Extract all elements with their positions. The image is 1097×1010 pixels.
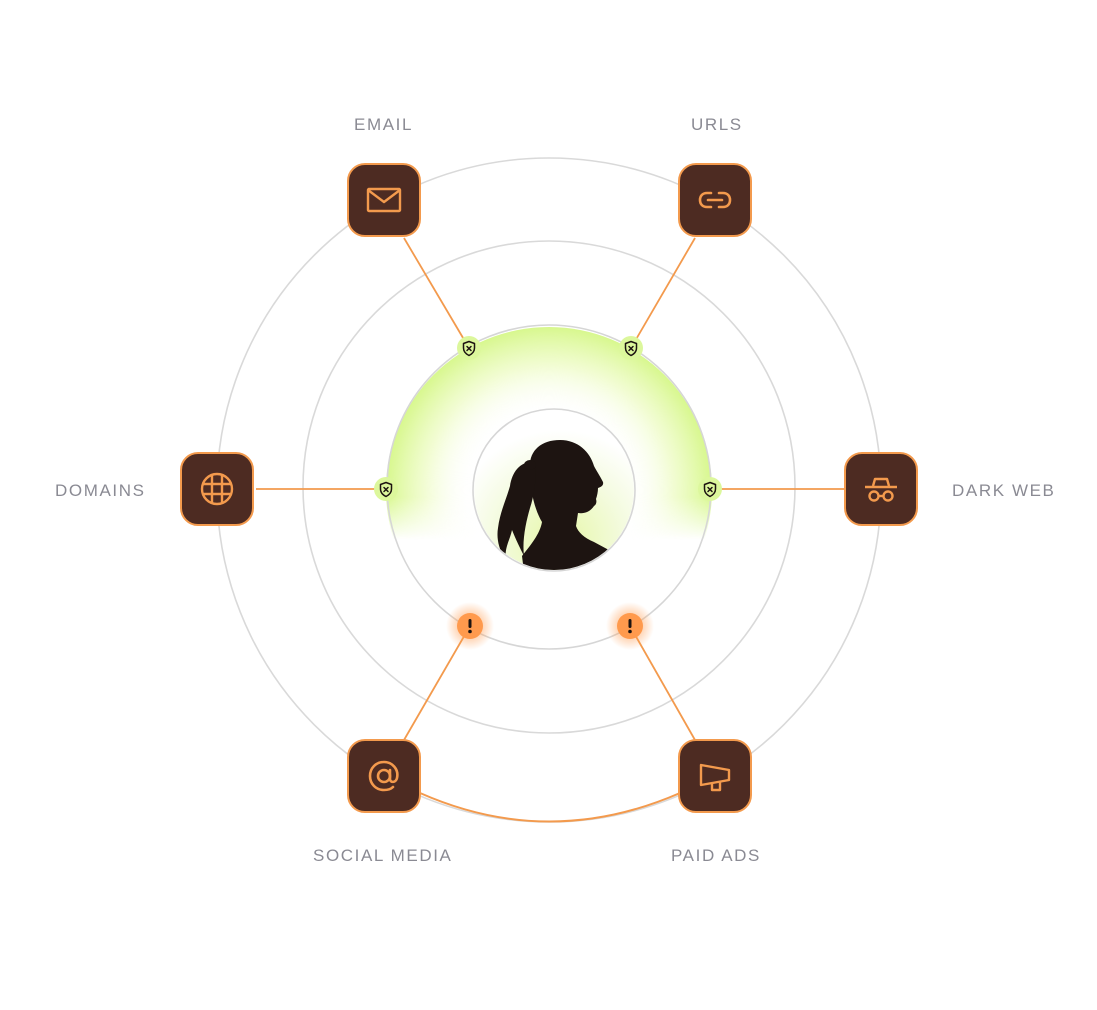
dark-web-node[interactable] — [844, 452, 918, 526]
domains-node[interactable] — [180, 452, 254, 526]
label-dark-web: DARK WEB — [952, 481, 1056, 500]
connector-urls — [630, 237, 696, 349]
shield-badge-dark-web — [698, 477, 722, 501]
alert-badge-paid-ads — [606, 602, 654, 650]
alert-badge-social-media — [446, 602, 494, 650]
connector-email — [403, 237, 470, 349]
middle-ring — [302, 240, 796, 734]
link-icon — [698, 191, 732, 209]
label-email: EMAIL — [354, 115, 414, 134]
paid-ads-node[interactable] — [678, 739, 752, 813]
email-node[interactable] — [347, 163, 421, 237]
connection-arc-bottom — [419, 792, 681, 823]
alert-badges — [446, 602, 654, 650]
label-social-media: SOCIAL MEDIA — [313, 846, 453, 865]
shield-badges — [374, 336, 722, 501]
social-media-node[interactable] — [347, 739, 421, 813]
spy-icon — [865, 477, 897, 502]
center-ring — [472, 408, 636, 572]
label-paid-ads: PAID ADS — [671, 846, 761, 865]
urls-node[interactable] — [678, 163, 752, 237]
shield-badge-email — [457, 336, 481, 360]
label-urls: URLS — [691, 115, 743, 134]
person-silhouette — [497, 440, 620, 570]
label-domains: DOMAINS — [55, 481, 146, 500]
megaphone-icon — [699, 763, 731, 792]
shield-badge-domains — [374, 477, 398, 501]
envelope-icon — [366, 187, 402, 213]
at-sign-icon — [368, 760, 399, 792]
globe-icon — [200, 472, 234, 506]
center-photo — [474, 410, 634, 570]
shield-badge-urls — [619, 336, 643, 360]
